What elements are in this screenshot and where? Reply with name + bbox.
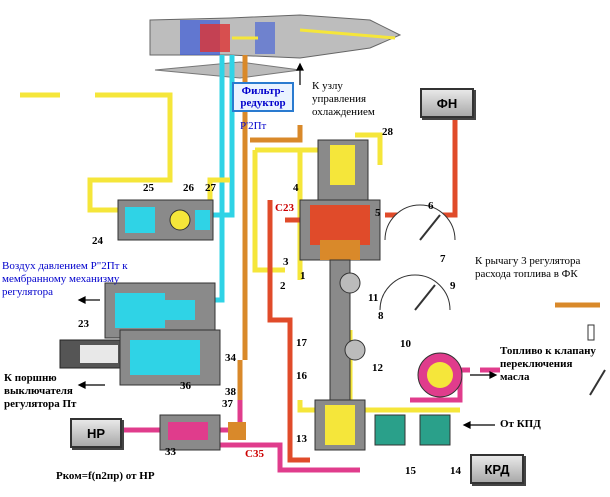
valve-block-25-27	[117, 199, 214, 241]
callout-36: 36	[180, 380, 191, 392]
callout-33: 33	[165, 446, 176, 458]
valve-block-33-37	[159, 414, 246, 451]
c23-label: С23	[275, 202, 294, 214]
fuel-valve-label: Топливо к клапану переключения масла	[500, 345, 596, 383]
callout-16: 16	[296, 370, 307, 382]
callout-38: 38	[225, 386, 236, 398]
callout-14: 14	[450, 465, 461, 477]
callout-3: 3	[283, 256, 289, 268]
callout-17: 17	[296, 337, 307, 349]
p2pt-prime-label: P'2Пт	[240, 120, 267, 132]
oil-lines	[120, 367, 500, 473]
membrane-block	[104, 282, 216, 339]
krd-box: КРД	[470, 454, 524, 484]
lever-label: К рычагу 3 регулятора расхода топлива в …	[475, 255, 581, 280]
air-pressure-label: Воздух давлением P"2Пт к мембранному мех…	[2, 260, 128, 298]
pkom-label: Pком=f(n2пр) от НР	[56, 470, 155, 482]
callout-1: 1	[300, 270, 306, 282]
callout-7: 7	[440, 253, 446, 265]
callout-4: 4	[293, 182, 299, 194]
callout-24: 24	[92, 235, 103, 247]
spring-actuator-23	[59, 329, 221, 386]
callout-9: 9	[450, 280, 456, 292]
callout-2: 2	[280, 280, 286, 292]
callout-6: 6	[428, 200, 434, 212]
gauge-6	[384, 204, 456, 241]
nr-box: НР	[70, 418, 122, 448]
callout-8: 8	[378, 310, 384, 322]
callout-5: 5	[375, 207, 381, 219]
callout-28: 28	[382, 126, 393, 138]
callout-25: 25	[143, 182, 154, 194]
engine-illustration	[149, 14, 402, 79]
central-regulator	[299, 139, 381, 451]
c35-label: С35	[245, 448, 264, 460]
callout-10: 10	[400, 338, 411, 350]
from-kpd-label: От КПД	[500, 418, 541, 430]
fn-box: ФН	[420, 88, 474, 118]
callout-34: 34	[225, 352, 236, 364]
callout-11: 11	[368, 292, 379, 304]
cooling-unit-label: К узлу управления охлаждением	[312, 80, 375, 118]
callout-12: 12	[372, 362, 383, 374]
filter-reducer-label: Фильтр-редуктор	[232, 82, 294, 112]
air-lines	[165, 55, 235, 318]
piston-label: К поршню выключателя регулятора Пт	[4, 372, 77, 410]
callout-37: 37	[222, 398, 233, 410]
callout-26: 26	[183, 182, 194, 194]
callout-15: 15	[405, 465, 416, 477]
arrows	[77, 62, 498, 429]
gauge-9	[379, 274, 451, 311]
callout-13: 13	[296, 433, 307, 445]
callout-27: 27	[205, 182, 216, 194]
callout-23: 23	[78, 318, 89, 330]
